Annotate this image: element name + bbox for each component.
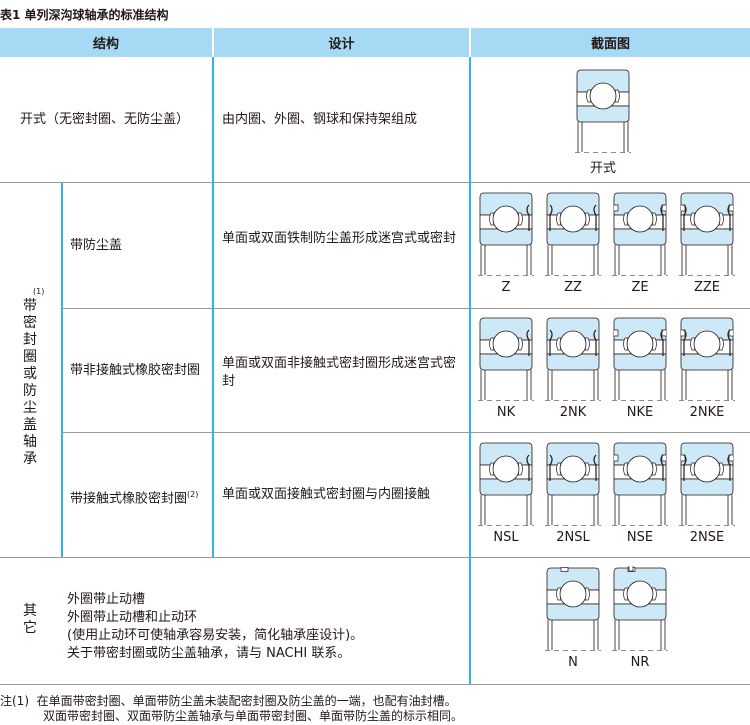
note-prefix: 注(1) <box>0 694 29 708</box>
bearing-figure: 2NSE <box>679 441 735 545</box>
contact-design: 单面或双面接触式密封圈与内圈接触 <box>222 487 431 502</box>
header-structure: 结构 <box>0 28 212 57</box>
bearing-2NSE-icon <box>679 442 735 526</box>
bearing-label: 2NK <box>559 405 587 420</box>
bearing-NKE-icon <box>612 317 668 401</box>
contact-structure-text: 带接触式橡胶密封圈 <box>70 491 188 507</box>
bearing-NSE-icon <box>612 442 668 526</box>
vertical-char: 防 <box>23 383 37 399</box>
other-figures: N NR <box>545 566 668 670</box>
vertical-char: 轴 <box>23 434 37 450</box>
other-line: 外圈带止动槽 <box>67 592 146 607</box>
other-structure: 其它 <box>23 603 37 637</box>
footnotes: 注(1) 在单面带密封圈、单面带防尘盖未装配密封圈及防尘盖的一端，也配有油封槽。… <box>0 694 463 724</box>
other-line: 关于带密封圈或防尘盖轴承，请与 NACHI 联系。 <box>67 646 351 661</box>
bearing-N-icon <box>545 567 601 651</box>
open-structure: 开式（无密封圈、无防尘盖） <box>20 112 190 127</box>
bearing-label: Z <box>501 280 511 295</box>
bearing-figure: NK <box>478 316 534 420</box>
bearing-figure: NR <box>612 566 668 670</box>
open-figures: 开式 <box>575 68 631 176</box>
divider <box>212 57 214 557</box>
shield-structure: 带防尘盖 <box>70 238 123 253</box>
group-note: (1) <box>33 287 45 296</box>
vertical-char: 或 <box>23 366 37 382</box>
divider <box>469 57 471 684</box>
vertical-char: 带 <box>23 298 37 314</box>
bearing-ZE-icon <box>612 192 668 276</box>
bearing-figure: NSL <box>478 441 534 545</box>
bearing-2NKE-icon <box>679 317 735 401</box>
divider <box>62 308 750 309</box>
bearing-open-icon <box>575 69 631 153</box>
bearing-label: ZZE <box>693 280 721 295</box>
vertical-char: 尘 <box>23 400 37 416</box>
bearing-label: NSE <box>626 530 654 545</box>
bearing-figure: ZZE <box>679 191 735 295</box>
bearing-figure: ZE <box>612 191 668 295</box>
contact-figures: NSL 2NSL NSE 2NSE <box>478 441 735 545</box>
bearing-figure: 2NSL <box>545 441 601 545</box>
bearing-figure: 2NKE <box>679 316 735 420</box>
note-line: 在单面带密封圈、单面带防尘盖未装配密封圈及防尘盖的一端，也配有油封槽。 <box>36 694 457 708</box>
note-line: 双面带密封圈、双面带防尘盖轴承与单面带密封圈、单面带防尘盖的标示相同。 <box>43 709 464 723</box>
bearing-figure: NSE <box>612 441 668 545</box>
divider <box>61 183 63 557</box>
divider <box>0 557 750 558</box>
bearing-figure: N <box>545 566 601 670</box>
bearing-figure: 2NK <box>545 316 601 420</box>
noncontact-design: 单面或双面非接触式密封圈形成迷宫式密封 <box>222 356 457 389</box>
vertical-char: 它 <box>23 620 37 636</box>
bearing-label: 开式 <box>589 161 616 176</box>
divider <box>0 684 750 685</box>
noncontact-figures: NK 2NK NKE 2NKE <box>478 316 735 420</box>
noncontact-structure: 带非接触式橡胶密封圈 <box>70 363 201 378</box>
header-design: 设计 <box>214 28 469 57</box>
vertical-char: 盖 <box>23 417 37 433</box>
bearing-label: 2NSE <box>689 530 725 545</box>
vertical-char: 其 <box>23 603 37 619</box>
bearing-label: 2NSL <box>556 530 590 545</box>
contact-structure: 带接触式橡胶密封圈(2) <box>70 486 198 508</box>
open-design: 由内圈、外圈、钢球和保持架组成 <box>222 112 418 127</box>
vertical-char: 密 <box>23 315 37 331</box>
bearing-label: NK <box>496 405 516 420</box>
bearing-label: ZZ <box>564 280 582 295</box>
bearing-NK-icon <box>478 317 534 401</box>
contact-note-ref: (2) <box>187 490 199 499</box>
table-title: 表1 单列深沟球轴承的标准结构 <box>0 8 169 22</box>
bearing-2NSL-icon <box>545 442 601 526</box>
header-section: 截面图 <box>471 28 750 57</box>
bearing-figure: Z <box>478 191 534 295</box>
bearing-label: 2NKE <box>689 405 725 420</box>
bearing-figure: 开式 <box>575 68 631 176</box>
vertical-char: 封 <box>23 332 37 348</box>
divider <box>62 432 750 433</box>
group-label: 带密封圈或防尘盖轴承 <box>23 298 37 468</box>
bearing-label: NKE <box>626 405 654 420</box>
bearing-label: ZE <box>631 280 649 295</box>
bearing-ZZE-icon <box>679 192 735 276</box>
bearing-NSL-icon <box>478 442 534 526</box>
other-design: 外圈带止动槽 外圈带止动槽和止动环 (使用止动环可使轴承容易安装，简化轴承座设计… <box>67 591 363 663</box>
bearing-NR-icon <box>612 566 668 651</box>
bearing-label: NSL <box>493 530 519 545</box>
bearing-label: NR <box>630 655 650 670</box>
shield-design: 单面或双面铁制防尘盖形成迷宫式或密封 <box>222 231 457 246</box>
bearing-2NK-icon <box>545 317 601 401</box>
vertical-char: 圈 <box>23 349 37 365</box>
other-line: 外圈带止动槽和止动环 <box>67 610 198 625</box>
other-line: (使用止动环可使轴承容易安装，简化轴承座设计)。 <box>67 628 364 643</box>
bearing-figure: NKE <box>612 316 668 420</box>
divider <box>0 182 750 183</box>
bearing-ZZ-icon <box>545 192 601 276</box>
vertical-char: 承 <box>23 451 37 467</box>
bearing-label: N <box>568 655 578 670</box>
bearing-figure: ZZ <box>545 191 601 295</box>
bearing-Z-icon <box>478 192 534 276</box>
